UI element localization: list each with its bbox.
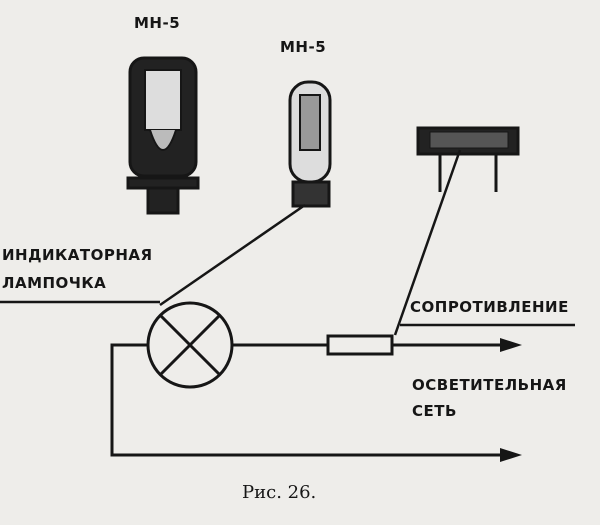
indicator-label-2: ЛАМПОЧКА <box>2 274 107 292</box>
bulb2-label: МН-5 <box>280 38 327 56</box>
network-label-2: СЕТЬ <box>412 402 457 420</box>
figure-caption: Рис. 26. <box>242 482 317 503</box>
bulb-mn5-small <box>288 80 332 208</box>
resistance-label: СОПРОТИВЛЕНИЕ <box>410 298 569 316</box>
arrow-icon <box>500 448 522 462</box>
indicator-label-1: ИНДИКАТОРНАЯ <box>2 246 153 264</box>
resistor-symbol <box>326 334 394 356</box>
bulb-mn5-large <box>126 56 200 215</box>
arrow-icon <box>500 338 522 352</box>
network-label-1: ОСВЕТИТЕЛЬНАЯ <box>412 376 567 394</box>
bulb1-label: МН-5 <box>134 14 181 32</box>
indicator-lamp-symbol <box>146 301 234 389</box>
resistor-picture <box>416 126 520 192</box>
